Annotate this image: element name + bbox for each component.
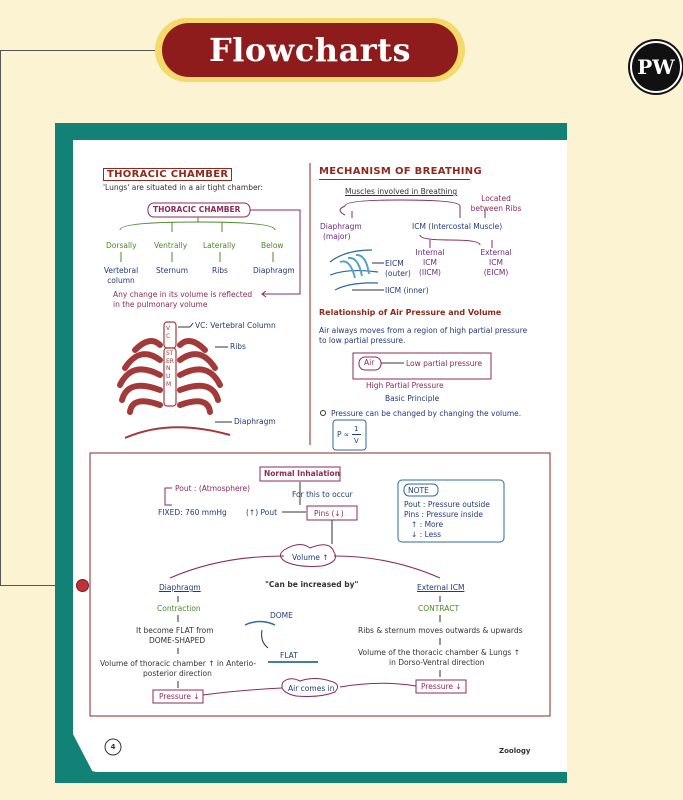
page-number: 4 [110,743,116,751]
internal-line2: ICM [423,258,437,267]
right-head-external-icm: External ICM [417,583,465,592]
eicm-line2: (outer) [385,269,411,278]
connector-line [0,585,80,586]
direction-laterally: Laterally [203,241,236,250]
left-pressure-down: Pressure ↓ [159,692,200,701]
thoracic-subtitle: 'Lungs' are situated in a air tight cham… [103,183,264,192]
high-pressure: High Partial Pressure [366,381,444,390]
note-line1: Pout : Pressure outside [404,500,490,509]
pout-atmosphere: Pout : (Atmosphere) [175,484,251,493]
air-label: Air [364,358,375,367]
banner-title: Flowcharts [162,23,458,77]
mechanism-diaphragm-line1: Diaphragm [320,222,362,231]
relationship-title: Relationship of Air Pressure and Volume [319,308,502,317]
left-volume-line1: Volume of thoracic chamber ↑ in Anterio- [100,659,257,668]
located-line1: Located [481,194,511,203]
subject-label: Zoology [499,747,531,755]
basic-principle: Basic Principle [385,394,440,403]
internal-line3: (IICM) [419,268,441,277]
direction-dorsally: Dorsally [106,241,137,250]
relationship-line1: Air always moves from a region of high p… [319,326,528,335]
note-line2: Pins : Pressure inside [404,510,484,519]
dome-label: DOME [270,611,293,620]
vc-letters: VC [166,325,171,340]
muscles-involved: Muscles involved in Breathing [345,187,458,196]
mechanism-diaphragm-line2: (major) [323,232,351,241]
note-line3: ↑ : More [411,520,444,529]
internal-line1: Internal [415,248,445,257]
relationship-line2: to low partial pressure. [319,336,406,345]
right-volume-line2: in Dorso-Ventral direction [389,658,485,667]
connector-dot [76,579,89,592]
sternum-letters: STERNUM [166,350,174,388]
part-sternum: Sternum [156,266,189,275]
air-comes-in: Air comes in [288,684,335,693]
part-diaphragm: Diaphragm [253,266,295,275]
left-flat-line1: It become FLAT from [136,626,214,635]
connector-line [0,50,156,51]
part-vertebral-column: Vertebral column [103,266,139,285]
formula-numerator: 1 [354,425,359,433]
mechanism-title: MECHANISM OF BREATHING [319,166,482,177]
vc-label: VC: Vertebral Column [195,321,276,330]
left-contraction: Contraction [157,604,201,613]
pressure-bullet: Pressure can be changed by changing the … [331,409,522,418]
diaphragm-label: Diaphragm [234,417,276,426]
can-be-increased-by: "Can be increased by" [265,580,359,589]
thoracic-box: THORACIC CHAMBER [153,205,241,214]
mechanism-title-underline [319,179,470,180]
thoracic-title: THORACIC CHAMBER [103,168,233,181]
direction-below: Below [261,241,284,250]
right-ribs-move: Ribs & sternum moves outwards & upwards [358,626,523,635]
direction-ventrally: Ventrally [154,241,188,250]
fixed-pressure: FIXED: 760 mmHg [158,508,227,517]
flat-label: FLAT [280,651,298,660]
pout-up: (↑) Pout [246,508,278,517]
connector-line [0,50,1,585]
left-flat-line2: DOME-SHAPED [149,636,206,645]
volume-up: Volume ↑ [292,553,329,562]
inhalation-title: Normal Inhalation [264,469,340,478]
external-line2: ICM [489,258,503,267]
external-line1: External [480,248,512,257]
eicm-line1: EICM [385,259,404,268]
right-contract: CONTRACT [418,604,460,613]
thoracic-note-line2: in the pulmonary volume [113,300,208,309]
note-line4: ↓ : Less [411,530,442,539]
right-pressure-down: Pressure ↓ [421,682,462,691]
external-line3: (EICM) [483,268,509,277]
formula-p: P ∝ [337,430,350,439]
thoracic-note-line1: Any change in its volume is reflected [113,290,253,299]
right-volume-line1: Volume of the thoracic chamber & Lungs ↑ [358,648,521,657]
ribs-label: Ribs [230,342,246,351]
located-line2: between Ribs [470,204,522,213]
left-volume-line2: posterior direction [143,669,212,678]
icm-label: ICM (Intercostal Muscle) [412,222,503,231]
pins-down: Pins (↓) [314,509,344,518]
pw-logo: PW [630,41,682,93]
for-this-to-occur: For this to occur [292,490,353,499]
low-pressure: Low partial pressure [406,359,483,368]
iicm-label: IICM (inner) [385,286,429,295]
formula-denominator: V [354,437,359,445]
left-head-diaphragm: Diaphragm [159,583,201,592]
formula-bar [352,434,361,435]
note-title: NOTE [408,486,429,495]
part-ribs: Ribs [212,266,228,275]
